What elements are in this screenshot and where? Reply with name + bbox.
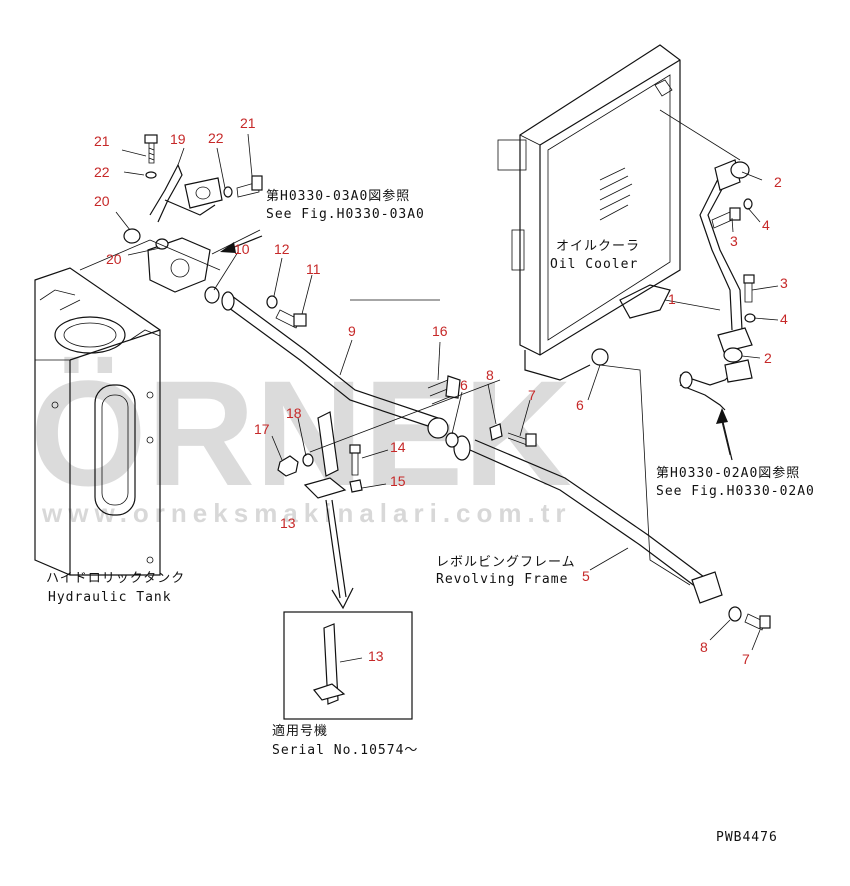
part-number-13b: 13 — [368, 648, 384, 664]
part-number-1: 1 — [668, 291, 676, 307]
part-number-7b: 7 — [742, 651, 750, 667]
part-number-8: 8 — [486, 367, 494, 383]
ref-right-en: See Fig.H0330-02A0 — [656, 484, 815, 499]
part-number-13: 13 — [280, 515, 296, 531]
part-number-20: 20 — [94, 193, 110, 209]
part-number-19: 19 — [170, 131, 186, 147]
part-number-22: 22 — [208, 130, 224, 146]
part-number-8b: 8 — [700, 639, 708, 655]
part-number-11: 11 — [306, 261, 321, 277]
watermark-url: www.orneksmakinalari.com.tr — [41, 498, 572, 528]
leader-lines — [79, 109, 779, 663]
part-number-callouts: 21 19 22 21 22 20 20 12 10 11 9 16 6 18 … — [94, 115, 788, 667]
part-number-10: 10 — [234, 241, 250, 257]
part-number-14: 14 — [390, 439, 406, 455]
fasteners — [123, 134, 771, 631]
watermark: ÖRNEK www.orneksmakinalari.com.tr — [30, 349, 572, 528]
part-number-22b: 22 — [94, 164, 110, 180]
part-number-2b: 2 — [764, 350, 772, 366]
part-number-4: 4 — [762, 217, 770, 233]
ref-top-en: See Fig.H0330-03A0 — [266, 207, 425, 222]
part-number-7: 7 — [528, 387, 536, 403]
ref-right-jp: 第H0330-02A0図参照 — [656, 465, 800, 481]
part-number-6b: 6 — [576, 397, 584, 413]
part-number-12: 12 — [274, 241, 290, 257]
revolving-frame-label-en: Revolving Frame — [436, 572, 568, 587]
serial-label-en: Serial No.10574～ — [272, 743, 418, 758]
part-number-21b: 21 — [240, 115, 256, 131]
part-number-16: 16 — [432, 323, 448, 339]
part-number-20b: 20 — [106, 251, 122, 267]
part-number-9: 9 — [348, 323, 356, 339]
part-number-3b: 3 — [780, 275, 788, 291]
part-number-17: 17 — [254, 421, 270, 437]
hydraulic-tank-label-jp: ハイドロリックタンク — [46, 571, 185, 586]
oil-cooler-label-en: Oil Cooler — [550, 257, 638, 272]
part-number-15: 15 — [390, 473, 406, 489]
drawing-id: PWB4476 — [716, 830, 778, 845]
oil-cooler-label-jp: オイルクーラ — [556, 239, 640, 254]
reference-arrows — [220, 235, 733, 610]
serial-label-jp: 適用号機 — [272, 723, 328, 739]
hydraulic-tank-label-en: Hydraulic Tank — [48, 590, 172, 605]
part-number-5: 5 — [582, 568, 590, 584]
part-number-18: 18 — [286, 405, 302, 421]
part-number-2: 2 — [774, 174, 782, 190]
ref-top-jp: 第H0330-03A0図参照 — [266, 188, 410, 204]
hydraulic-tank-drawing — [34, 267, 161, 576]
revolving-frame-label-jp: レボルビングフレーム — [436, 555, 576, 570]
serial-inset — [283, 611, 413, 720]
part-number-4b: 4 — [780, 311, 788, 327]
serial-inset-frame — [283, 611, 413, 720]
part-number-21: 21 — [94, 133, 110, 149]
part-number-6: 6 — [460, 377, 468, 393]
part-number-3: 3 — [730, 233, 738, 249]
oil-cooler-drawing — [497, 44, 681, 381]
